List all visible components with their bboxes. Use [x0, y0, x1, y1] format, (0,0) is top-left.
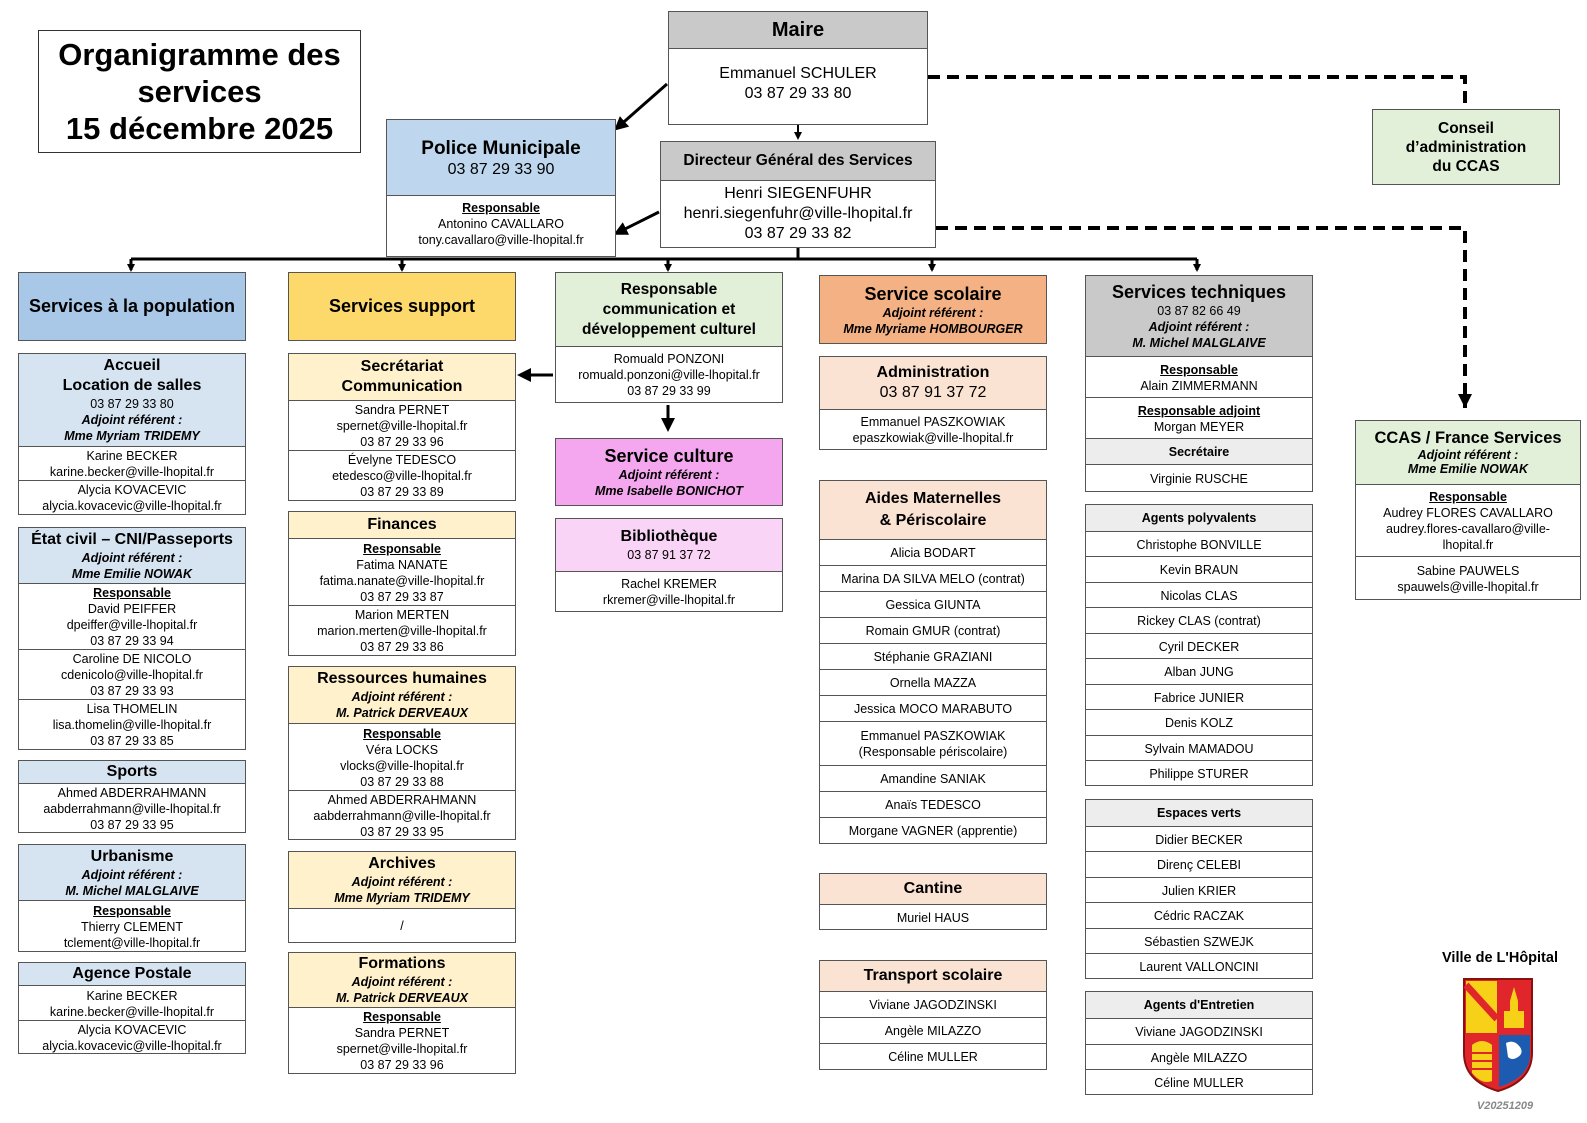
culture-box: Service culture Adjoint référent : Mme I…	[555, 438, 783, 506]
support-header: Services support	[288, 272, 516, 341]
list-item: Direnç CELEBI	[1086, 851, 1312, 878]
rh-box: Ressources humaines Adjoint référent : M…	[288, 666, 516, 840]
entretien-box: Agents d'Entretien Viviane JAGODZINSKI A…	[1085, 991, 1313, 1095]
list-item: Sébastien SZWEJK	[1086, 928, 1312, 954]
list-item: Céline MULLER	[820, 1043, 1046, 1070]
page-title: Organigramme des services 15 décembre 20…	[38, 30, 361, 153]
list-item: Philippe STURER	[1086, 760, 1312, 786]
list-item: Morgane VAGNER (apprentie)	[820, 817, 1046, 844]
coat-of-arms-icon	[1463, 978, 1533, 1093]
list-item: Angèle MILAZZO	[1086, 1044, 1312, 1070]
list-item: Fabrice JUNIER	[1086, 684, 1312, 710]
list-item: Christophe BONVILLE	[1086, 531, 1312, 557]
aides-box: Aides Maternelles& Périscolaire Alicia B…	[819, 480, 1047, 844]
verts-box: Espaces verts Didier BECKER Direnç CELEB…	[1085, 799, 1313, 979]
list-item: Julien KRIER	[1086, 877, 1312, 903]
list-item: Stéphanie GRAZIANI	[820, 643, 1046, 670]
list-item: Jessica MOCO MARABUTO	[820, 695, 1046, 722]
list-item: Cédric RACZAK	[1086, 902, 1312, 929]
version-label: V20251209	[1476, 1100, 1534, 1112]
urbanisme-box: Urbanisme Adjoint référent : M. Michel M…	[18, 844, 246, 952]
biblio-box: Bibliothèque 03 87 91 37 72 Rachel KREME…	[555, 518, 783, 612]
arrow-maire-police	[613, 82, 668, 131]
police-title: Police Municipale	[421, 137, 581, 159]
scolaire-header: Service scolaire Adjoint référent : Mme …	[819, 275, 1047, 344]
arrow-dgs-police	[613, 210, 660, 235]
list-item: Emmanuel PASZKOWIAK(Responsable périscol…	[820, 721, 1046, 766]
list-item: Anaïs TEDESCO	[820, 791, 1046, 818]
maire-phone: 03 87 29 33 80	[744, 85, 852, 102]
population-header: Services à la population	[18, 272, 246, 341]
list-item: Viviane JAGODZINSKI	[820, 991, 1046, 1018]
accueil-box: Accueil Location de salles 03 87 29 33 8…	[18, 353, 246, 515]
list-item: Alban JUNG	[1086, 658, 1312, 685]
list-item: Romain GMUR (contrat)	[820, 617, 1046, 644]
cantine-box: Cantine Muriel HAUS	[819, 873, 1047, 930]
poly-box: Agents polyvalents Christophe BONVILLE K…	[1085, 504, 1313, 786]
list-item: Ornella MAZZA	[820, 669, 1046, 696]
maire-title: Maire	[669, 12, 927, 49]
ccas-box: CCAS / France Services Adjoint référent …	[1355, 420, 1581, 600]
dashed-dgs-ccas	[936, 226, 1467, 408]
archives-box: Archives Adjoint référent : Mme Myriam T…	[288, 851, 516, 943]
dgs-title: Directeur Général des Services	[661, 142, 935, 181]
list-item: Didier BECKER	[1086, 826, 1312, 852]
police-box: Police Municipale 03 87 29 33 90 Respons…	[386, 119, 616, 257]
list-item: Viviane JAGODZINSKI	[1086, 1018, 1312, 1045]
maire-name: Emmanuel SCHULER	[719, 65, 877, 82]
list-item: Marina DA SILVA MELO (contrat)	[820, 565, 1046, 592]
tech-box: Services techniques 03 87 82 66 49 Adjoi…	[1085, 275, 1313, 492]
list-item: Kevin BRAUN	[1086, 556, 1312, 583]
administration-box: Administration 03 87 91 37 72 Emmanuel P…	[819, 356, 1047, 450]
etatcivil-box: État civil – CNI/Passeports Adjoint réfé…	[18, 527, 246, 750]
list-item: Gessica GIUNTA	[820, 591, 1046, 618]
formations-box: Formations Adjoint référent : M. Patrick…	[288, 952, 516, 1074]
transport-box: Transport scolaire Viviane JAGODZINSKI A…	[819, 960, 1047, 1070]
list-item: Sylvain MAMADOU	[1086, 735, 1312, 761]
dashed-maire-conseil	[928, 75, 1467, 108]
dgs-box: Directeur Général des Services Henri SIE…	[660, 141, 936, 248]
list-item: Amandine SANIAK	[820, 765, 1046, 792]
maire-box: Maire Emmanuel SCHULER 03 87 29 33 80	[668, 11, 928, 125]
list-item: Denis KOLZ	[1086, 709, 1312, 736]
list-item: Rickey CLAS (contrat)	[1086, 607, 1312, 634]
conseil-ccas-box: Conseil d’administration du CCAS	[1372, 109, 1560, 185]
list-item: Laurent VALLONCINI	[1086, 953, 1312, 979]
police-phone: 03 87 29 33 90	[447, 160, 555, 178]
list-item: Cyril DECKER	[1086, 633, 1312, 659]
list-item: Alicia BODART	[820, 539, 1046, 566]
list-item: Céline MULLER	[1086, 1069, 1312, 1095]
list-item: Nicolas CLAS	[1086, 582, 1312, 608]
list-item: Angèle MILAZZO	[820, 1017, 1046, 1044]
town-name: Ville de L'Hôpital	[1442, 950, 1558, 966]
